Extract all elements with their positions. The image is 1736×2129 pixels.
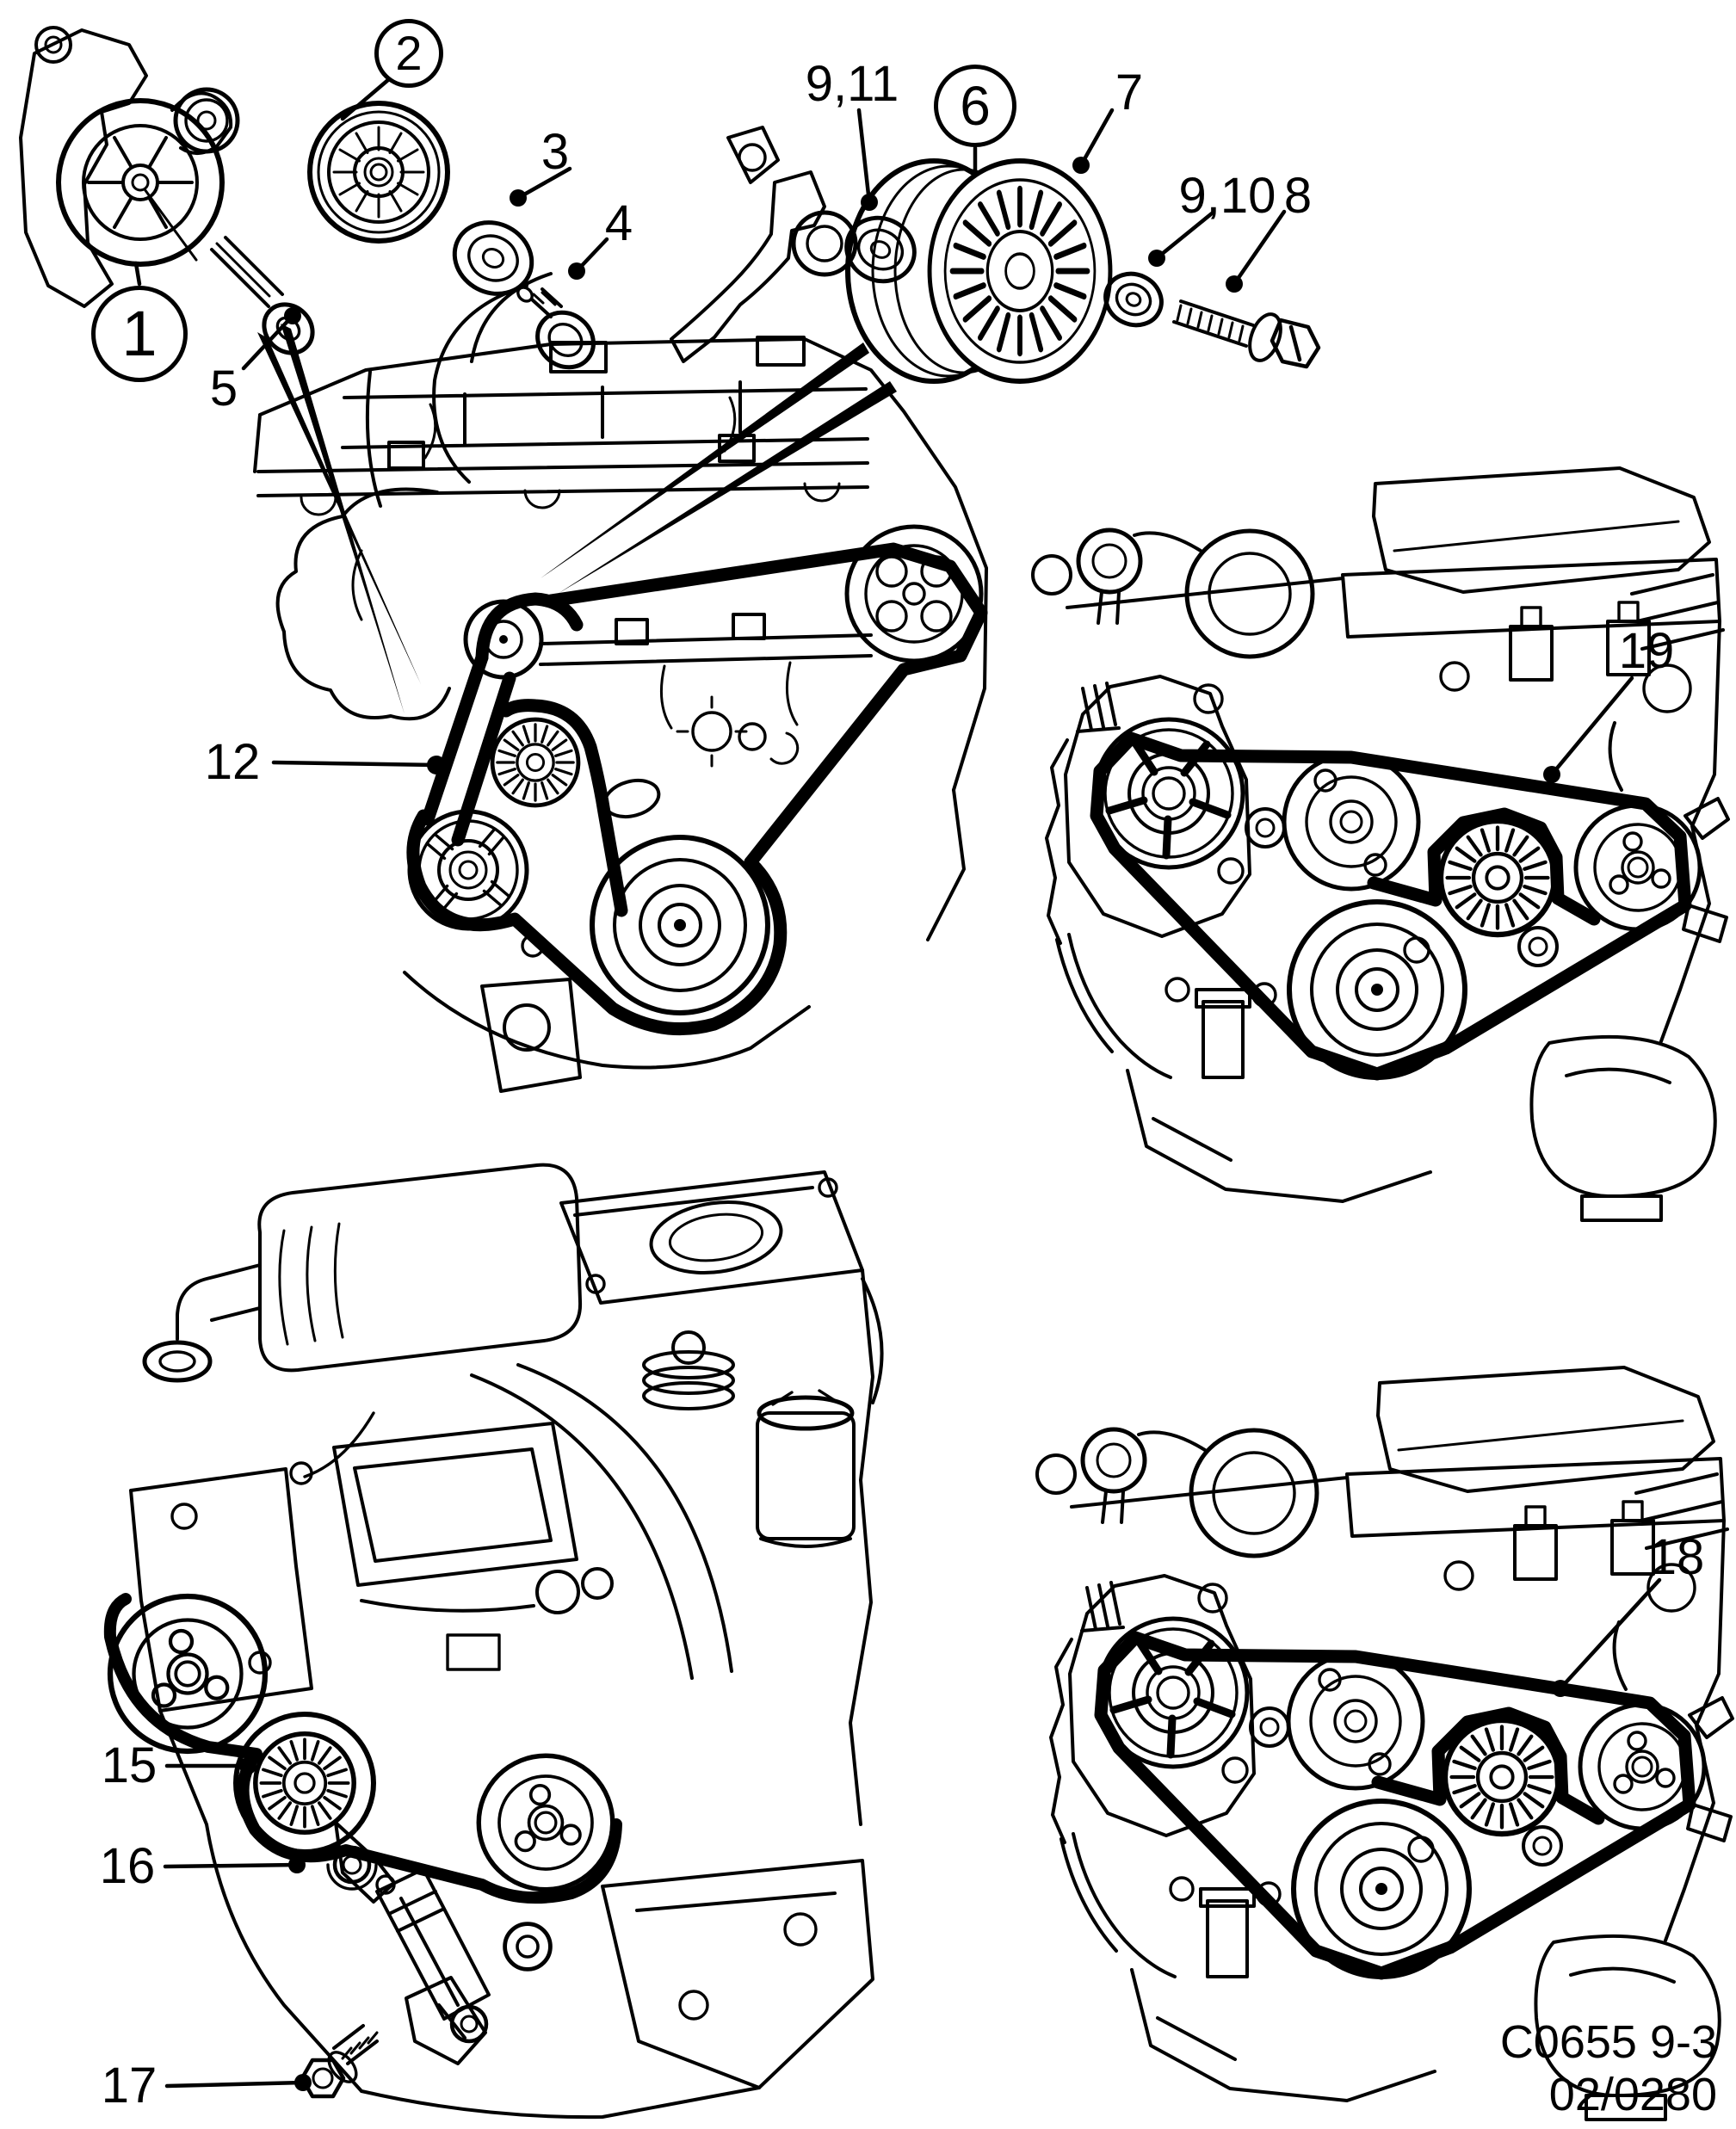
tensioner-strut <box>375 1867 491 2044</box>
callout-9-10-label: 9,10 <box>1178 168 1276 224</box>
idler-bolt <box>1172 299 1321 369</box>
callout-9-11: 9,11 <box>806 59 899 109</box>
tensioner-pulley-wheel <box>56 98 225 267</box>
callout-19: 19 <box>1619 626 1675 676</box>
callout-9-11-label: 9,11 <box>805 56 899 112</box>
fork-bracket <box>405 1976 487 2065</box>
oil-filter <box>756 1389 856 1548</box>
callout-8: 8 <box>1284 171 1312 221</box>
engine-front-right-upper-view <box>1033 468 1728 1220</box>
drawing-code: C0655 9-3 <box>1499 2015 1717 2068</box>
callout-19-label: 19 <box>1618 623 1675 679</box>
callout-2-label: 2 <box>395 26 423 80</box>
air-cleaner <box>257 1163 583 1373</box>
belt-tensioner-pulley <box>492 719 578 805</box>
valve-cover <box>559 1170 864 1305</box>
callout-12-label: 12 <box>204 734 261 790</box>
alternator-housing <box>275 487 451 721</box>
callout-5: 5 <box>210 364 238 414</box>
exploded-idler-pulley-assembly <box>670 126 1321 384</box>
washer <box>1103 271 1164 328</box>
engine-front-right-lower-view <box>1037 1367 1733 2120</box>
callout-17-label: 17 <box>101 2058 158 2114</box>
coolant-pump-pulley <box>410 811 527 929</box>
engine-front-view <box>253 272 988 1093</box>
tensioner-pulley <box>256 1734 354 1832</box>
crankshaft-pulley <box>479 1756 613 1890</box>
engine-mount <box>601 1859 874 2089</box>
callout-18: 18 <box>1649 1533 1705 1583</box>
mounting-pointer-wedges <box>257 324 897 714</box>
callout-16-label: 16 <box>99 1838 156 1894</box>
callout-leader-lines <box>133 77 1662 2091</box>
callout-3-label: 3 <box>541 124 570 180</box>
callout-6: 6 <box>934 65 1016 147</box>
callout-15-label: 15 <box>101 1737 158 1793</box>
engine-side-view-diesel <box>103 1163 884 2120</box>
callout-1-label: 1 <box>121 298 158 369</box>
callout-3: 3 <box>541 127 569 177</box>
small-idler-pulley <box>505 1924 551 1970</box>
callout-18-label: 18 <box>1648 1529 1705 1585</box>
callout-2: 2 <box>374 19 443 88</box>
callout-1: 1 <box>91 286 188 382</box>
callout-6-label: 6 <box>960 75 991 137</box>
callout-9-10: 9,10 <box>1179 171 1276 221</box>
callout-7: 7 <box>1115 68 1143 118</box>
pulley-bolt <box>516 286 596 370</box>
injection-pump <box>332 1422 578 1587</box>
tensioner-pulley <box>307 101 450 244</box>
grooved-idler-pulley <box>845 158 1113 384</box>
washer <box>452 220 534 296</box>
callout-4: 4 <box>605 199 633 249</box>
callout-16: 16 <box>100 1842 156 1891</box>
drawing-revision: 02/0280 <box>1548 2069 1717 2121</box>
drive-belt <box>406 542 988 1036</box>
callout-8-label: 8 <box>1283 168 1313 224</box>
plate-info: C0655 9-3 02/0280 <box>1500 2016 1717 2122</box>
callout-15: 15 <box>102 1741 158 1791</box>
exploded-belt-tensioner-assembly <box>19 26 596 370</box>
callout-7-label: 7 <box>1115 65 1144 120</box>
pump-pulley <box>110 1596 265 1751</box>
idler-bracket <box>670 170 826 363</box>
callout-17: 17 <box>102 2061 158 2111</box>
callout-5-label: 5 <box>209 361 238 417</box>
drive-belt <box>103 1593 622 1904</box>
callout-12: 12 <box>205 737 261 787</box>
callout-4-label: 4 <box>604 195 633 251</box>
